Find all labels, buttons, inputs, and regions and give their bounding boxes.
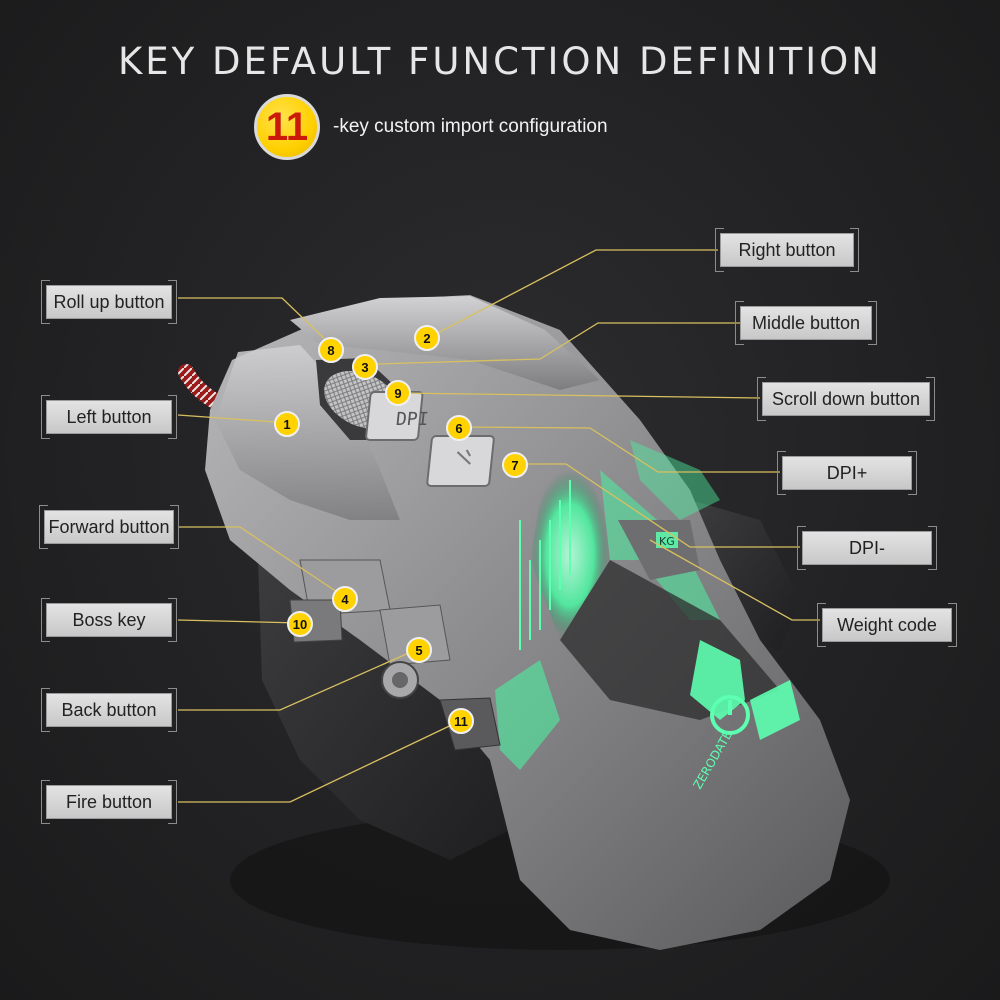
leader-fire [178, 719, 463, 803]
label-right-button: Right button [715, 228, 859, 272]
leader-boss-key [177, 619, 301, 624]
page-title: KEY DEFAULT FUNCTION DEFINITION [118, 40, 882, 83]
marker-6: 6 [446, 415, 472, 441]
label-roll-up-button: Roll up button [41, 280, 177, 324]
label-left-button: Left button [41, 395, 177, 439]
weight-code-plate: KG [618, 520, 700, 580]
label-fire-button: Fire button [41, 780, 177, 824]
marker-10: 10 [287, 611, 313, 637]
right-wing [690, 500, 800, 650]
label-back-button: Back button [41, 688, 177, 732]
leader-lines [177, 249, 820, 803]
leader-dpi-minus [516, 463, 800, 548]
label-dpi-minus: DPI- [797, 526, 937, 570]
dpi-key-label: DPI [395, 409, 430, 430]
marker-7: 7 [502, 452, 528, 478]
weight-code-text: KG [659, 535, 675, 548]
leader-left-button [177, 414, 291, 424]
marker-2: 2 [414, 325, 440, 351]
label-scroll-down-button: Scroll down button [757, 377, 935, 421]
label-boss-key: Boss key [41, 598, 177, 642]
leader-forward [178, 526, 347, 599]
marker-9: 9 [385, 380, 411, 406]
leader-middle-button [375, 322, 740, 365]
label-weight-code: Weight code [817, 603, 957, 647]
scale-markings [519, 480, 571, 650]
label-forward-button: Forward button [39, 505, 179, 549]
leader-back [178, 647, 421, 711]
left-button-plate [215, 345, 400, 520]
top-plate [290, 296, 600, 390]
leader-scroll-down [397, 392, 761, 399]
marker-5: 5 [406, 637, 432, 663]
dpi-key: DPI [365, 391, 430, 441]
leader-roll-up [178, 297, 333, 347]
marker-3: 3 [352, 354, 378, 380]
marker-11: 11 [448, 708, 474, 734]
marker-4: 4 [332, 586, 358, 612]
marker-1: 1 [274, 411, 300, 437]
leader-dpi-plus [461, 426, 780, 473]
label-middle-button: Middle button [735, 301, 877, 345]
custom-keys-badge: 11 [254, 94, 320, 160]
marker-8: 8 [318, 337, 344, 363]
brand-logo-icon [690, 640, 800, 740]
fire-top-key [426, 435, 495, 487]
label-dpi-plus: DPI+ [777, 451, 917, 495]
leader-right-button [431, 249, 718, 337]
custom-keys-note: -key custom import configuration [333, 116, 608, 137]
leader-weight-code [649, 539, 820, 621]
